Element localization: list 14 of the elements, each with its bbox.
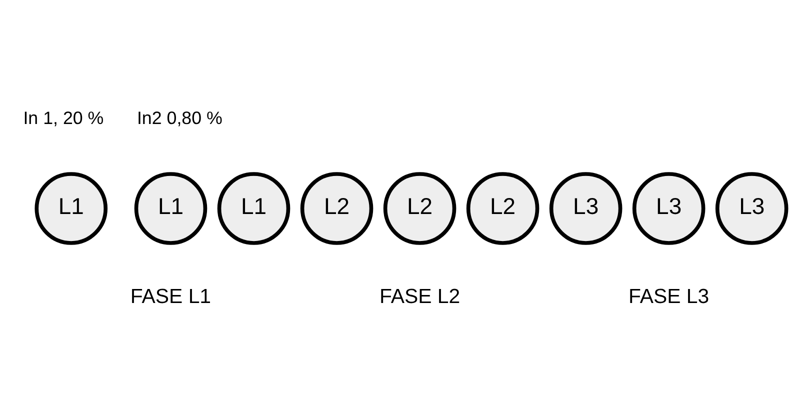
label: In 1, 20 % [23, 107, 104, 128]
label: FASE L2 [379, 285, 460, 308]
node-circle: L3 [632, 172, 706, 244]
node-circle: L2 [383, 172, 456, 244]
node-circle: L1 [217, 172, 290, 244]
node-circle: L1 [34, 172, 108, 244]
label: In2 0,80 % [136, 107, 222, 128]
node-circle: L1 [134, 172, 208, 244]
node-circle: L3 [715, 172, 788, 244]
node-circle: L2 [300, 172, 374, 244]
node-circle: L3 [549, 172, 622, 244]
label: FASE L1 [130, 285, 212, 308]
node-circle: L2 [466, 172, 540, 244]
label: FASE L3 [628, 285, 710, 308]
